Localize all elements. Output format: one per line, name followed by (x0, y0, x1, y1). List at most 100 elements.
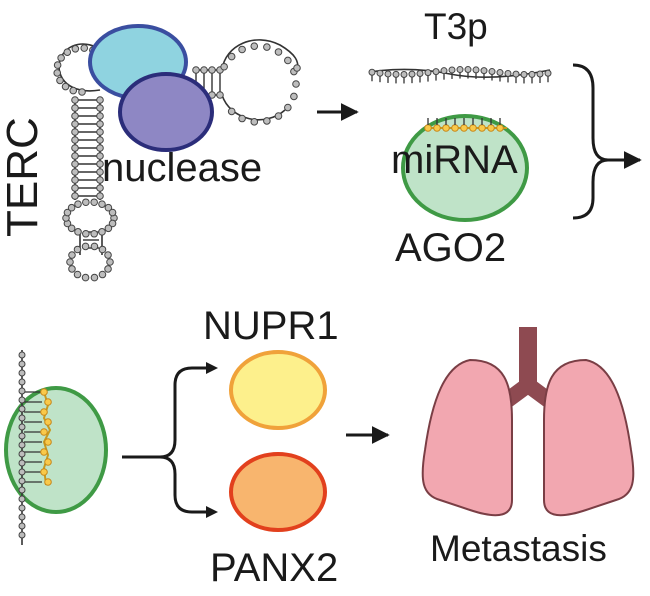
nucleotide-bead (18, 360, 26, 368)
brace-right (572, 63, 609, 220)
nucleotide-bead (18, 387, 26, 395)
nucleotide-bead (96, 176, 104, 184)
nucleotide-bead (96, 144, 104, 152)
panx2-oval (229, 452, 327, 532)
complex-strands (18, 350, 52, 545)
nucleotide-bead (432, 68, 440, 76)
nucleotide-bead (96, 160, 104, 168)
nucleotide-bead (18, 486, 26, 494)
nucleotide-bead (18, 495, 26, 503)
nucleotide-bead (18, 504, 26, 512)
nucleotide-bead (98, 200, 106, 208)
nucleotide-bead (18, 423, 26, 431)
nucleotide-bead (442, 124, 450, 132)
nupr1-label: NUPR1 (203, 304, 339, 348)
nucleotide-bead (18, 369, 26, 377)
panx2-label: PANX2 (210, 546, 339, 590)
nucleotide-bead (488, 68, 496, 76)
nucleotide-bead (460, 124, 468, 132)
nucleotide-bead (96, 152, 104, 160)
nucleotide-bead (424, 69, 432, 77)
nucleotide-bead (448, 66, 456, 74)
nucleotide-bead (274, 48, 283, 56)
terc-rna-structure (53, 39, 301, 282)
nucleotide-bead (73, 270, 82, 279)
nucleotide-bead (96, 184, 104, 192)
nucleotide-bead (384, 70, 392, 78)
nucleotide-bead (451, 124, 459, 132)
nucleotide-bead (71, 120, 79, 128)
nucleotide-bead (71, 112, 79, 120)
nucleotide-bead (284, 103, 292, 112)
nucleotide-bead (238, 45, 246, 54)
nucleotide-bead (44, 418, 52, 426)
nucleotide-bead (227, 107, 236, 116)
mirna-strand (424, 118, 507, 132)
nucleotide-bead (73, 245, 82, 254)
nucleotide-bead (96, 168, 104, 176)
nucleotide-bead (293, 64, 301, 72)
nucleotide-bead (536, 70, 544, 78)
nucleotide-bead (18, 378, 26, 386)
nucleotide-bead (78, 88, 86, 96)
nucleotide-bead (18, 477, 26, 485)
nucleotide-bead (496, 124, 504, 132)
nucleotide-bead (104, 265, 112, 273)
lungs-icon (421, 327, 635, 517)
nucleotide-bead (57, 54, 65, 62)
nucleotide-bead (96, 96, 104, 104)
nucleotide-bead (512, 70, 520, 78)
nucleotide-bead (44, 458, 52, 466)
nucleotide-bead (104, 224, 113, 233)
nucleotide-bead (18, 468, 26, 476)
nucleotide-bead (18, 459, 26, 467)
nucleotide-bead (71, 168, 79, 176)
nucleotide-bead (56, 76, 64, 85)
nucleotide-bead (400, 70, 408, 78)
nucleotide-bead (18, 531, 26, 539)
nucleotide-bead (96, 104, 104, 112)
nucleotide-bead (40, 468, 48, 476)
nucleotide-bead (263, 43, 271, 51)
nucleotide-bead (71, 192, 79, 200)
nucleotide-bead (98, 228, 106, 236)
nuclease-label: nuclease (102, 146, 263, 190)
nucleotide-bead (90, 229, 98, 238)
nucleotide-bead (96, 128, 104, 136)
ago2-oval (401, 114, 529, 222)
nucleotide-bead (263, 117, 271, 125)
nucleotide-bead (71, 96, 79, 104)
nucleotide-bead (81, 242, 90, 251)
nucleotide-bead (96, 136, 104, 144)
nucleotide-bead (469, 124, 477, 132)
nucleotide-bead (18, 450, 26, 458)
nucleotide-bead (487, 124, 495, 132)
nucleotide-bead (71, 152, 79, 160)
nucleotide-bead (61, 82, 70, 91)
nucleotide-bead (74, 228, 82, 236)
nucleotide-bead (71, 176, 79, 184)
nucleotide-bead (238, 114, 246, 123)
nucleotide-bead (71, 160, 79, 168)
nucleotide-bead (440, 67, 448, 75)
nucleotide-bead (18, 441, 26, 449)
nucleotide-bead (250, 118, 259, 126)
nucleotide-bead (227, 52, 236, 61)
nucleotide-bead (478, 124, 486, 132)
nucleotide-bead (290, 92, 298, 101)
nucleotide-bead (250, 42, 259, 50)
nucleotide-bead (216, 91, 224, 99)
nucleotide-bead (71, 128, 79, 136)
nucleotide-bead (416, 69, 424, 77)
nucleotide-bead (480, 67, 488, 75)
nucleotide-bead (464, 66, 472, 74)
nucleotide-bead (90, 273, 99, 282)
nucleotide-bead (528, 70, 536, 78)
nucleotide-bead (520, 70, 528, 78)
nucleotide-bead (68, 251, 76, 259)
ago2-label: AGO2 (395, 226, 507, 270)
nucleotide-bead (108, 219, 117, 228)
nucleotide-bead (208, 66, 216, 74)
nucleotide-bead (44, 478, 52, 486)
